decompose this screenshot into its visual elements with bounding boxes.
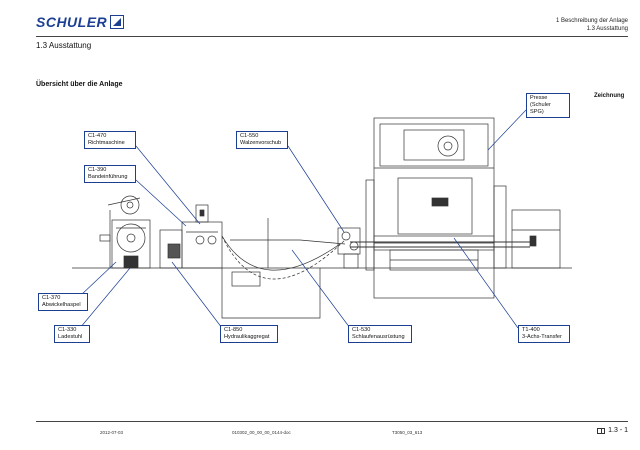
transfer-drawing xyxy=(350,209,561,269)
callout-code: C1-330 xyxy=(58,327,77,333)
page-number-text: 1.3 - 1 xyxy=(608,427,628,434)
callout-code: T1-400 xyxy=(522,327,540,333)
straightener-drawing xyxy=(159,204,223,269)
callout-code: C1-370 xyxy=(42,295,61,301)
callout-name: Schlaufenausrüstung xyxy=(352,334,405,340)
header-chapter: 1 Beschreibung der Anlage xyxy=(555,18,628,24)
hydraulic-unit-drawing xyxy=(221,268,321,319)
press-drawing xyxy=(365,117,507,299)
callout-hydraulikaggregat: C1-850 Hydraulikaggregat xyxy=(220,325,278,343)
callout-richtmaschine: C1-470 Richtmaschine xyxy=(84,131,136,149)
callout-name: Abwickelhaspel xyxy=(42,302,81,308)
callout-name: Hydraulikaggregat xyxy=(224,334,270,340)
callout-presse: Presse (Schuler SPG) xyxy=(526,93,570,118)
schuler-logo: SCHULER xyxy=(36,11,125,33)
callout-name: Bandeinführung xyxy=(88,174,128,180)
footer-file: 010302_00_00_00_0144-doc xyxy=(232,430,291,435)
callout-3-achs-transfer: T1-400 3-Achs-Transfer xyxy=(518,325,570,343)
overview-heading: Übersicht über die Anlage xyxy=(36,81,123,88)
callout-code: Presse xyxy=(530,95,548,101)
callout-name: Ladestuhl xyxy=(58,334,83,340)
callout-code: C1-850 xyxy=(224,327,243,333)
loop-drawing xyxy=(221,218,346,280)
decoiler-drawing xyxy=(99,195,151,269)
callout-abwickelhaspel: C1-370 Abwickelhaspel xyxy=(38,293,88,311)
callout-code: C1-550 xyxy=(240,133,259,139)
callout-ladestuhl: C1-330 Ladestuhl xyxy=(54,325,90,343)
callout-name: 3-Achs-Transfer xyxy=(522,334,562,340)
page-number: 1.3 - 1 xyxy=(597,427,628,434)
callout-name: Richtmaschine xyxy=(88,140,125,146)
callout-bandeinfuehrung: C1-390 Bandeinführung xyxy=(84,165,136,183)
header-chapter-info: 1 Beschreibung der Anlage 1.3 Ausstattun… xyxy=(556,17,628,33)
callout-name: Walzenvorschub xyxy=(240,140,282,146)
page-title: 1.3 Ausstattung xyxy=(36,41,92,50)
roll-feeder-drawing xyxy=(337,227,361,269)
schuler-logo-mark-icon xyxy=(110,15,125,29)
logo-text: SCHULER xyxy=(36,14,108,30)
book-icon xyxy=(597,427,606,434)
footer-date: 2012-07-03 xyxy=(100,430,124,435)
header-section: 1.3 Ausstattung xyxy=(586,26,628,32)
drawing-label: Zeichnung xyxy=(594,93,625,99)
callout-name: (Schuler SPG) xyxy=(530,102,551,115)
header-divider xyxy=(36,36,628,37)
callout-code: C1-530 xyxy=(352,327,371,333)
footer-divider xyxy=(36,421,628,422)
callout-code: C1-390 xyxy=(88,167,107,173)
callout-walzenvorschub: C1-550 Walzenvorschub xyxy=(236,131,288,149)
footer-id: T3050_03_613 xyxy=(392,430,423,435)
callout-code: C1-470 xyxy=(88,133,107,139)
callout-schlaufenausruestung: C1-530 Schlaufenausrüstung xyxy=(348,325,412,343)
